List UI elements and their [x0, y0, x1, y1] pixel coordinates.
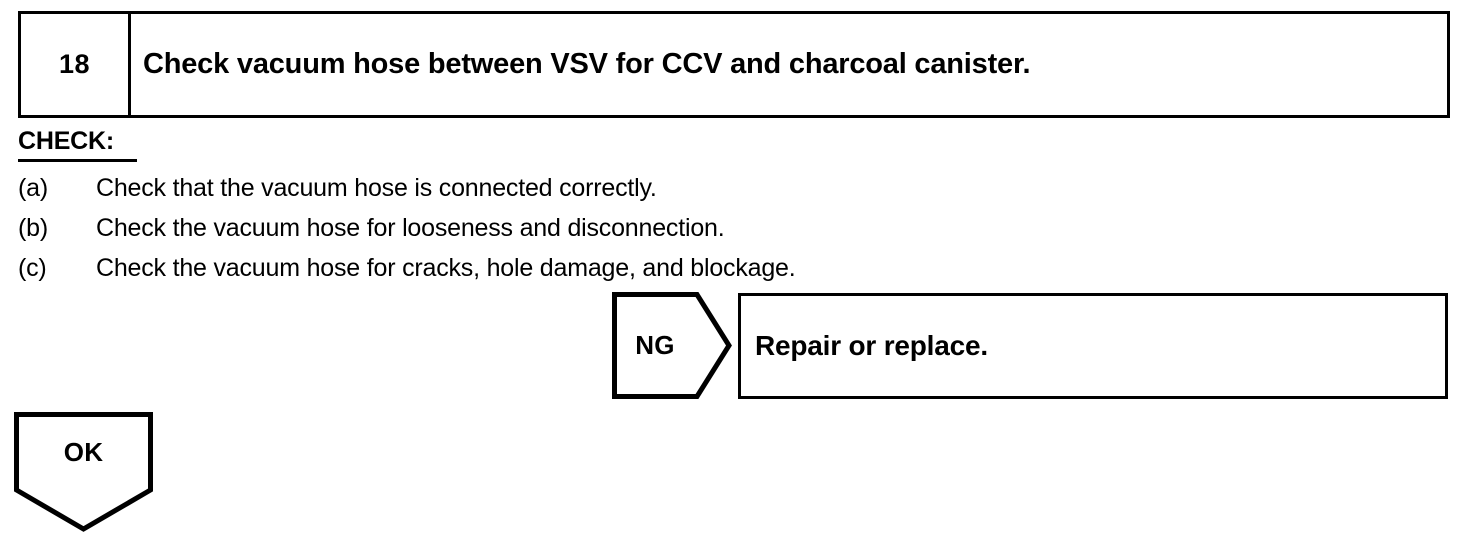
list-item-text: Check the vacuum hose for cracks, hole d…	[96, 254, 796, 282]
check-list: (a) Check that the vacuum hose is connec…	[18, 170, 1118, 290]
list-item: (c) Check the vacuum hose for cracks, ho…	[18, 250, 1118, 290]
ng-result-text: Repair or replace.	[755, 330, 988, 362]
list-item: (a) Check that the vacuum hose is connec…	[18, 170, 1118, 210]
step-number: 18	[58, 49, 91, 79]
list-item-text: Check that the vacuum hose is connected …	[96, 174, 657, 202]
step-title-cell: Check vacuum hose between VSV for CCV an…	[131, 14, 1447, 115]
check-heading-underline	[18, 159, 137, 162]
ok-arrow-icon	[14, 412, 153, 532]
list-item-label: (c)	[18, 254, 47, 282]
ng-result-box: Repair or replace.	[738, 293, 1448, 399]
list-item: (b) Check the vacuum hose for looseness …	[18, 210, 1118, 250]
step-header-table: 18 Check vacuum hose between VSV for CCV…	[18, 11, 1450, 118]
check-heading: CHECK:	[18, 127, 115, 155]
step-title: Check vacuum hose between VSV for CCV an…	[143, 48, 1031, 81]
ng-arrow-icon	[612, 292, 732, 399]
list-item-text: Check the vacuum hose for looseness and …	[96, 214, 725, 242]
list-item-label: (a)	[18, 174, 48, 202]
list-item-label: (b)	[18, 214, 48, 242]
step-number-cell: 18	[21, 14, 131, 115]
